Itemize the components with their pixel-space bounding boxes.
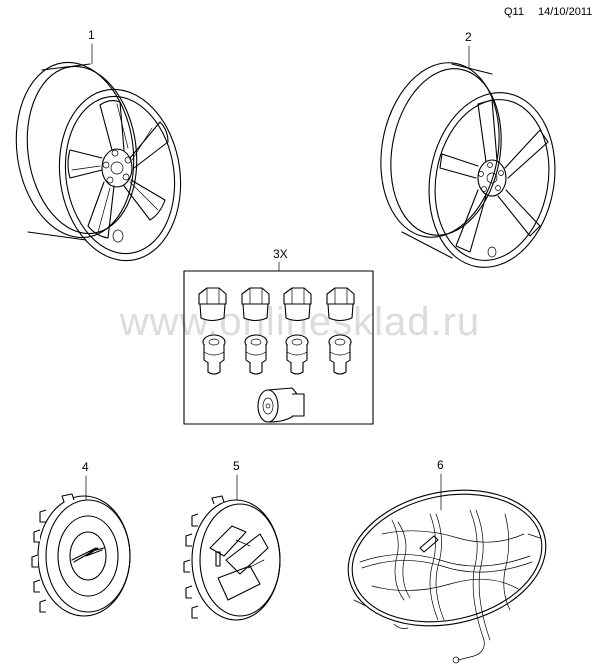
callout-1[interactable]: 1 — [88, 28, 95, 42]
callout-4[interactable]: 4 — [82, 460, 89, 474]
lock-nut-icon — [283, 287, 312, 322]
alloy-wheel-icon[interactable] — [368, 53, 569, 277]
lock-nut-icon — [285, 334, 309, 375]
center-cap-icon[interactable] — [183, 495, 281, 621]
lock-nut-icon — [202, 334, 226, 375]
lock-nut-kit[interactable] — [183, 270, 374, 425]
center-cap-icon[interactable] — [31, 493, 131, 617]
lock-nut-icon — [244, 334, 268, 375]
lock-nut-icon — [241, 287, 270, 322]
callout-2[interactable]: 2 — [465, 30, 472, 44]
lock-nut-icon — [198, 287, 227, 322]
alloy-wheel-icon[interactable] — [5, 55, 191, 269]
callout-6[interactable]: 6 — [437, 458, 444, 472]
leader-lines — [85, 43, 470, 511]
lock-nut-icon — [328, 334, 352, 375]
lock-nut-icon — [326, 287, 355, 322]
callout-5[interactable]: 5 — [233, 459, 240, 473]
diagram-date: 14/10/2011 — [538, 6, 593, 18]
callout-3x[interactable]: 3X — [273, 247, 288, 261]
snow-chain-icon[interactable] — [335, 473, 558, 664]
key-adapter-icon — [257, 387, 305, 423]
diagram-code: Q11 — [504, 6, 524, 18]
